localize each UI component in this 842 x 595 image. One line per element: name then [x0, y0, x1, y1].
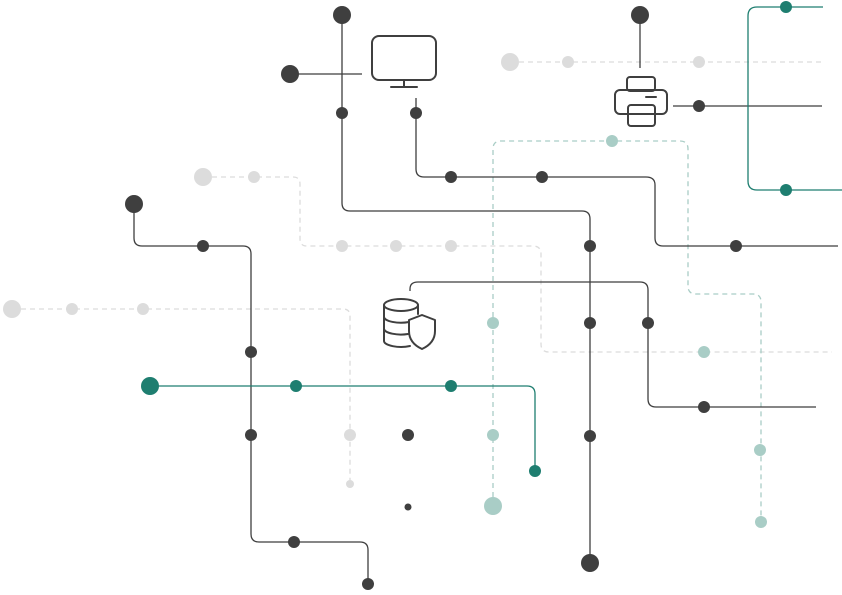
nodes-layer: [3, 1, 792, 590]
node-dark: [245, 346, 257, 358]
node-teal: [290, 380, 302, 392]
route-teal-left: [150, 385, 536, 471]
node-lightteal: [698, 346, 710, 358]
route-gray-left-upper: [203, 176, 832, 353]
node-lightgray: [562, 56, 574, 68]
node-lightgray: [137, 303, 149, 315]
node-lightteal: [487, 317, 499, 329]
node-dark: [362, 578, 374, 590]
node-lightgray: [248, 171, 260, 183]
light-gray-dashed-routes: [12, 61, 832, 484]
node-lightteal: [754, 444, 766, 456]
node-dark: [631, 6, 649, 24]
node-dark: [404, 503, 412, 511]
route-left-down: [133, 204, 369, 584]
printer-icon: [614, 76, 668, 127]
node-dark: [536, 171, 548, 183]
node-teal: [780, 184, 792, 196]
route-monitor-stem: [341, 15, 591, 563]
route-monitor-to-right: [415, 98, 838, 247]
node-dark: [584, 430, 596, 442]
node-dark: [197, 240, 209, 252]
node-dark: [584, 317, 596, 329]
node-lightteal: [484, 497, 502, 515]
node-lightteal: [487, 429, 499, 441]
node-dark: [698, 401, 710, 413]
node-lightgray: [390, 240, 402, 252]
node-teal: [445, 380, 457, 392]
node-teal: [141, 377, 159, 395]
node-dark: [402, 429, 414, 441]
node-lightgray: [445, 240, 457, 252]
node-lightgray: [501, 53, 519, 71]
node-lightteal: [606, 135, 618, 147]
node-lightgray: [336, 240, 348, 252]
database-shield-icon: [383, 298, 436, 350]
teal-routes: [150, 6, 842, 471]
node-lightgray: [3, 300, 21, 318]
node-dark: [125, 195, 143, 213]
node-dark: [445, 171, 457, 183]
node-dark: [642, 317, 654, 329]
node-lightteal: [755, 516, 767, 528]
node-dark: [410, 107, 422, 119]
route-lightteal-main: [492, 140, 762, 522]
route-database-right: [409, 281, 816, 408]
node-lightgray: [194, 168, 212, 186]
node-dark: [245, 429, 257, 441]
node-dark: [336, 107, 348, 119]
node-dark: [730, 240, 742, 252]
node-lightgray: [346, 480, 354, 488]
route-teal-right-bracket: [747, 6, 842, 191]
light-teal-dashed-routes: [492, 140, 762, 522]
node-teal: [780, 1, 792, 13]
node-dark: [333, 6, 351, 24]
route-gray-left-lower: [12, 308, 351, 484]
node-dark: [288, 536, 300, 548]
node-lightgray: [66, 303, 78, 315]
node-teal: [529, 465, 541, 477]
node-dark: [581, 554, 599, 572]
node-dark: [584, 240, 596, 252]
dark-routes: [133, 15, 838, 584]
node-dark: [693, 100, 705, 112]
node-lightgray: [344, 429, 356, 441]
node-lightgray: [693, 56, 705, 68]
monitor-icon: [371, 35, 437, 88]
node-dark: [281, 65, 299, 83]
